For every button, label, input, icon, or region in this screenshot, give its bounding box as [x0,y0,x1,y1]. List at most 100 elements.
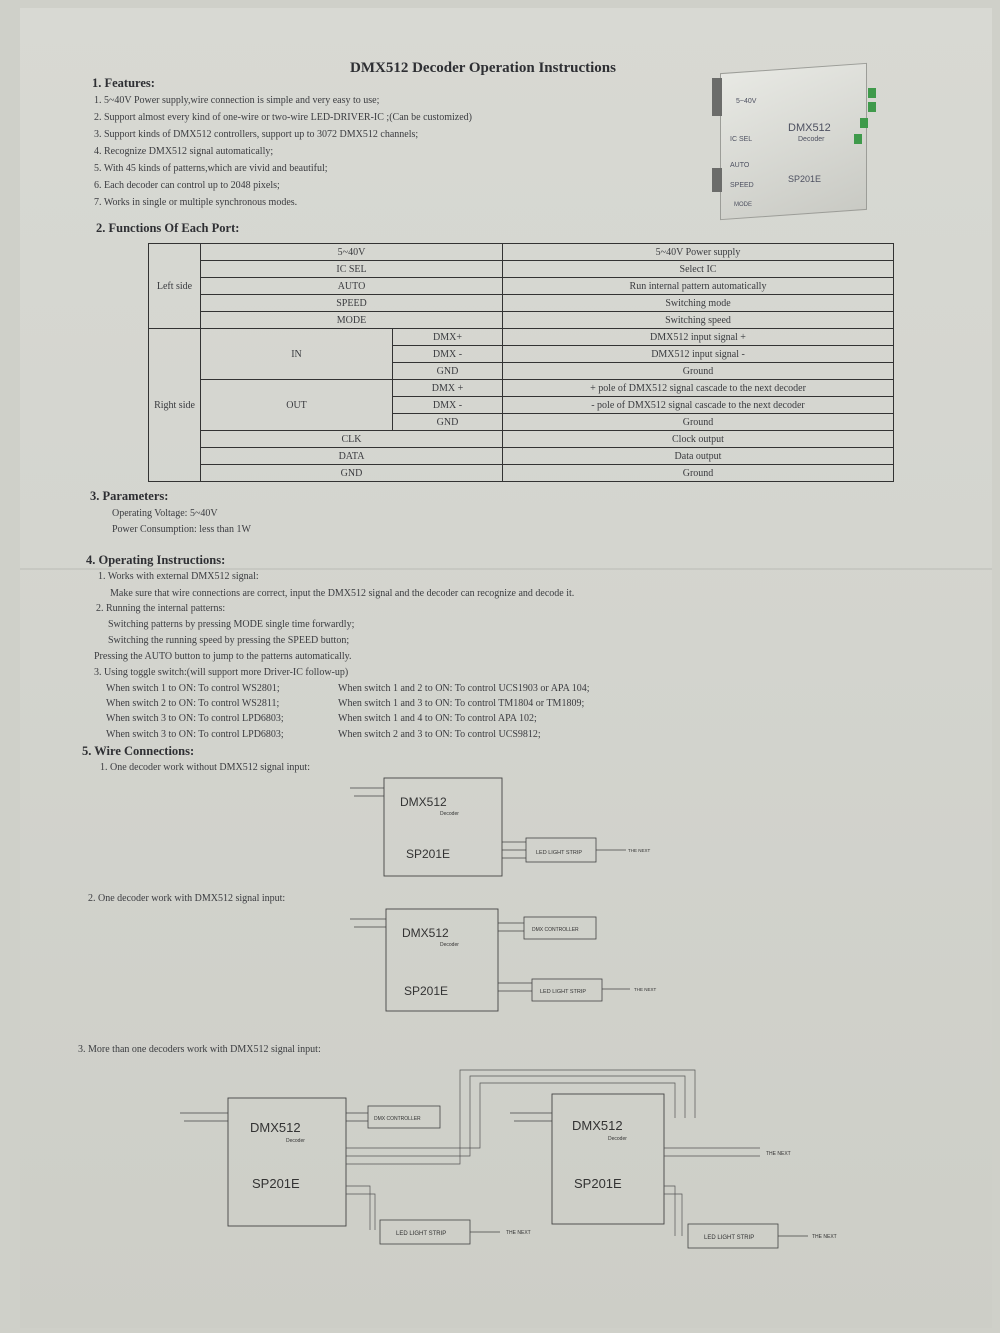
port-name: DMX - [392,396,503,414]
decoder-model: SP201E [404,984,448,998]
port-desc: Ground [502,362,894,380]
diagram2-caption: 2. One decoder work with DMX512 signal i… [88,893,286,904]
switch-line: When switch 1 and 2 to ON: To control UC… [338,683,590,694]
port-name: DATA [200,447,503,465]
diagram-1: DMX512 Decoder SP201E LED LIGHT STRIP TH… [340,770,670,880]
diagram-2: DMX512 Decoder SP201E DMX CONTROLLER LED… [340,901,660,1021]
product-brand: DMX512 [788,122,831,134]
dmx-port [712,78,722,116]
port-desc: 5~40V Power supply [502,243,894,261]
diagram-2-svg: DMX512 Decoder SP201E DMX CONTROLLER LED… [350,908,657,1012]
switch-line: When switch 1 to ON: To control WS2801; [106,683,280,694]
port-name: DMX+ [392,328,503,346]
feature-item: 5. With 45 kinds of patterns,which are v… [94,163,328,174]
operating-heading: 4. Operating Instructions: [86,553,226,567]
diagram-1-svg: DMX512 Decoder SP201E LED LIGHT STRIP TH… [350,777,651,877]
port-name: GND [392,413,503,431]
dmx-controller-label: DMX CONTROLLER [374,1116,421,1122]
decoder-sub: Decoder [440,811,459,817]
param-power: Power Consumption: less than 1W [112,524,251,535]
product-sub: Decoder [798,136,825,143]
led-strip-label: LED LIGHT STRIP [396,1231,446,1237]
product-photo: 5~40V IC SEL AUTO SPEED MODE DMX512 Deco… [700,58,900,221]
port-name: MODE [200,311,503,329]
decoder-sub: Decoder [286,1138,305,1144]
led-strip-label: LED LIGHT STRIP [540,989,586,995]
op-line: Switching patterns by pressing MODE sing… [108,619,355,630]
the-next-label: THE NEXT [812,1234,837,1240]
switch-line: When switch 1 and 4 to ON: To control AP… [338,713,537,724]
ports-table: Left side 5~40V 5~40V Power supply IC SE… [148,243,894,482]
diagram-3: DMX512 Decoder SP201E DMX CONTROLLER LED… [170,1058,860,1258]
decoder-sub: Decoder [440,942,459,948]
port-desc: - pole of DMX512 signal cascade to the n… [502,396,894,414]
port-desc: Data output [502,447,894,465]
op-line: Make sure that wire connections are corr… [110,588,575,599]
feature-item: 6. Each decoder can control up to 2048 p… [94,180,280,191]
port-name: CLK [200,430,503,448]
port-desc: Clock output [502,430,894,448]
features-heading: 1. Features: [92,76,155,90]
port-desc: Switching mode [502,294,894,312]
product-model: SP201E [788,174,822,184]
param-voltage: Operating Voltage: 5~40V [112,508,218,519]
decoder-model: SP201E [252,1176,300,1191]
out-cell: OUT [200,379,393,431]
dmx-controller-label: DMX CONTROLLER [532,927,579,933]
terminal [868,102,876,112]
switch-line: When switch 2 and 3 to ON: To control UC… [338,729,541,740]
port-name: SPEED [200,294,503,312]
left-side-cell: Left side [148,243,201,329]
terminal [868,88,876,98]
the-next-label: THE NEXT [628,848,651,853]
port-name: 5~40V [200,243,503,261]
the-next-label: THE NEXT [506,1230,531,1236]
feature-item: 2. Support almost every kind of one-wire… [94,112,472,123]
op-line: 2. Running the internal patterns: [96,603,226,614]
the-next-label: THE NEXT [634,987,657,992]
op-line: 3. Using toggle switch:(will support mor… [94,667,349,678]
table-row: Left side 5~40V 5~40V Power supply [148,243,894,329]
port-desc: DMX512 input signal + [502,328,894,346]
instruction-sheet: DMX512 Decoder Operation Instructions 1.… [20,8,992,1328]
product-label: SPEED [730,182,754,189]
in-cell: IN [200,328,393,380]
terminal [860,118,868,128]
the-next-label: THE NEXT [766,1151,791,1157]
paper-fold [20,568,992,570]
button-port [712,168,722,192]
decoder-title: DMX512 [402,926,449,940]
decoder-title: DMX512 [572,1118,623,1133]
product-label: MODE [734,202,752,208]
decoder-title: DMX512 [400,795,447,809]
op-line: Pressing the AUTO button to jump to the … [94,651,352,662]
feature-item: 7. Works in single or multiple synchrono… [94,197,298,208]
op-line: Switching the running speed by pressing … [108,635,350,646]
port-desc: Switching speed [502,311,894,329]
port-desc: Run internal pattern automatically [502,277,894,295]
feature-item: 4. Recognize DMX512 signal automatically… [94,146,274,157]
diagram3-caption: 3. More than one decoders work with DMX5… [78,1044,321,1055]
product-label: AUTO [730,162,750,169]
led-strip-label: LED LIGHT STRIP [704,1235,754,1241]
feature-item: 1. 5~40V Power supply,wire connection is… [94,95,380,106]
page-title: DMX512 Decoder Operation Instructions [350,60,616,76]
led-strip-label: LED LIGHT STRIP [536,850,582,856]
product-label: 5~40V [736,98,757,105]
port-name: IC SEL [200,260,503,278]
switch-line: When switch 1 and 3 to ON: To control TM… [338,698,585,709]
decoder-model: SP201E [574,1176,622,1191]
wire-heading: 5. Wire Connections: [82,744,195,758]
switch-line: When switch 3 to ON: To control LPD6803; [106,713,284,724]
port-desc: + pole of DMX512 signal cascade to the n… [502,379,894,397]
table-row: Right side IN DMX+ DMX512 input signal + [148,328,894,482]
switch-line: When switch 2 to ON: To control WS2811; [106,698,280,709]
port-name: GND [200,464,503,482]
